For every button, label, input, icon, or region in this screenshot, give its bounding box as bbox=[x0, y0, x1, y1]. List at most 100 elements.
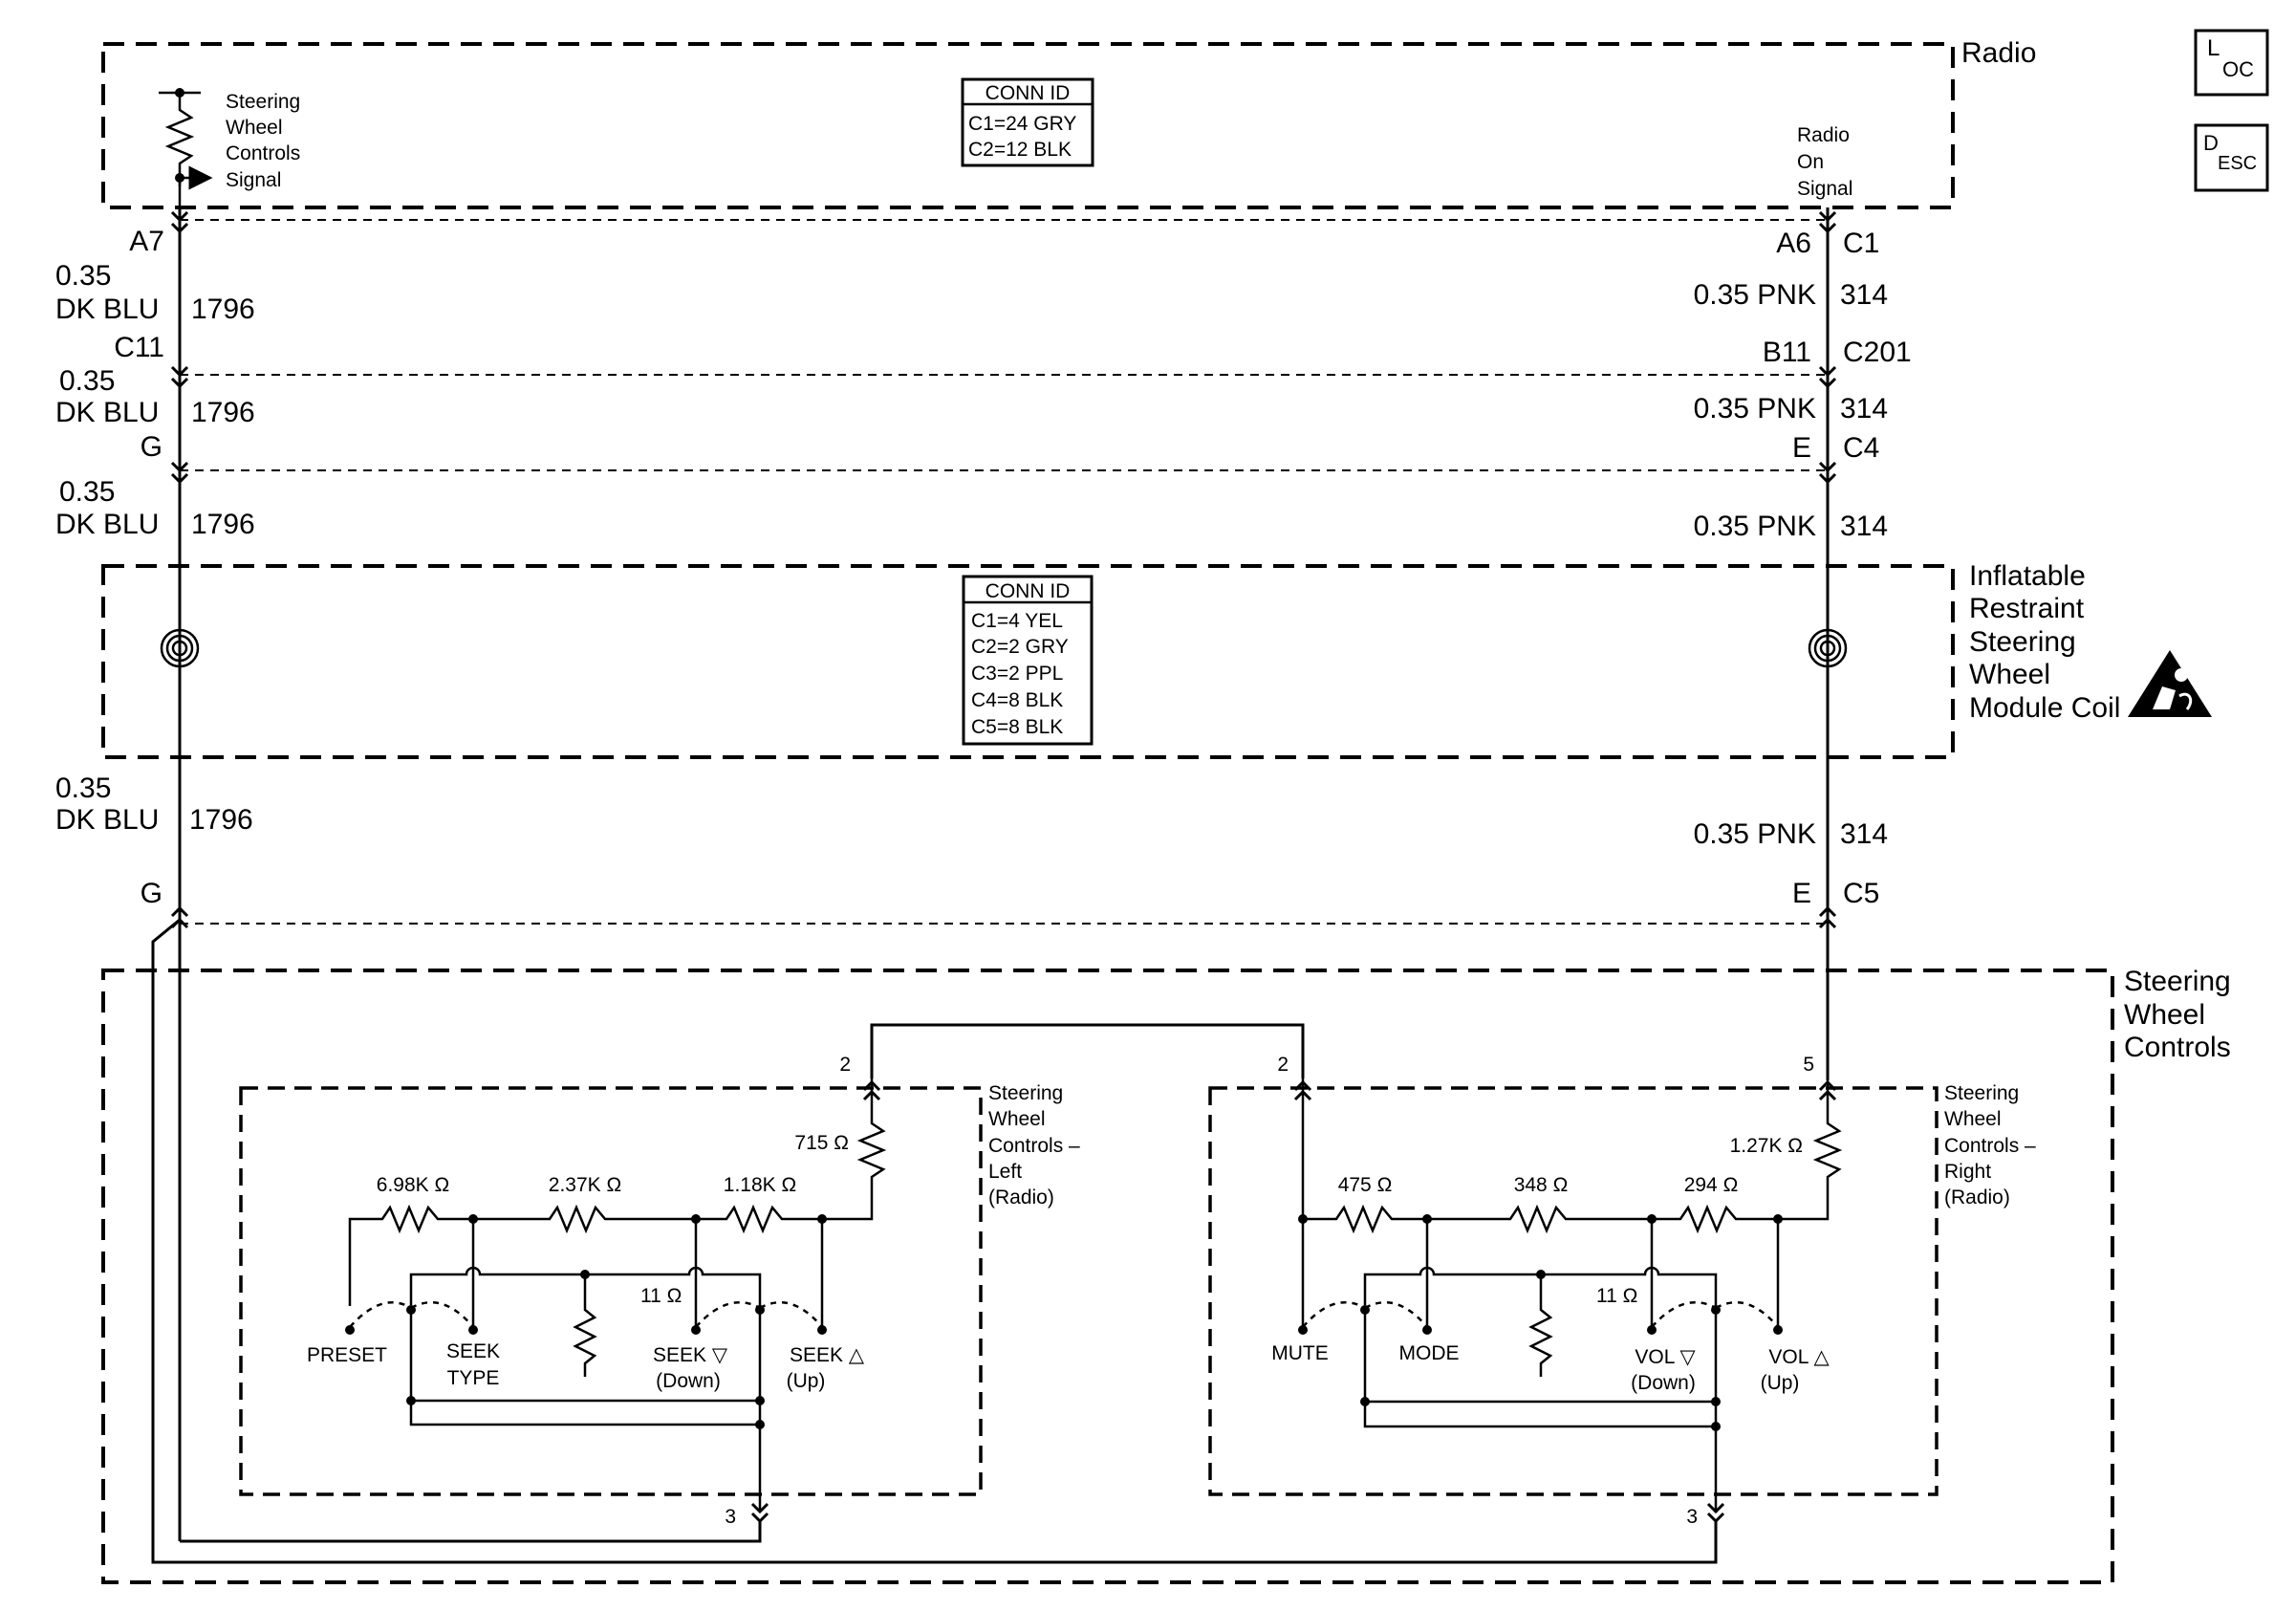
coil-title-2: Steering bbox=[1969, 626, 2076, 658]
left-seg4-color: DK BLU bbox=[55, 804, 159, 836]
radio-title: Radio bbox=[1961, 37, 2036, 69]
left-r1-label: 6.98K Ω bbox=[377, 1174, 449, 1196]
radio-on-label-1: On bbox=[1797, 151, 1824, 173]
left-seg2-color: DK BLU bbox=[55, 397, 159, 428]
left-switch-1: PRESET bbox=[307, 1344, 387, 1366]
left-switch-3-line-1: (Down) bbox=[656, 1370, 721, 1392]
loc-badge-button[interactable]: L OC bbox=[2194, 29, 2269, 97]
coil-component: Inflatable Restraint Steering Wheel Modu… bbox=[101, 560, 2212, 759]
coil-conn-id-line-1: C2=2 GRY bbox=[971, 636, 1069, 658]
right-module-title-4: (Radio) bbox=[1944, 1186, 2010, 1208]
radio-conn-id-header: CONN ID bbox=[986, 82, 1071, 104]
right-switch-3-line-0: VOL ▽ bbox=[1635, 1346, 1696, 1368]
swc-right-module: Steering Wheel Controls – Right (Radio) … bbox=[1208, 1054, 2036, 1528]
left-seg3-gauge: 0.35 bbox=[59, 476, 115, 508]
right-seg4-label: 0.35 PNK bbox=[1694, 818, 1816, 850]
coil-left-spiral-icon bbox=[160, 628, 200, 668]
right-module-pin-bottom: 3 bbox=[1686, 1506, 1698, 1528]
left-pin-c4: G bbox=[141, 431, 162, 463]
right-seg1-label: 0.35 PNK bbox=[1694, 279, 1816, 311]
right-module-pin-top-left: 2 bbox=[1277, 1054, 1289, 1076]
left-seg4-circuit: 1796 bbox=[189, 804, 253, 836]
radio-conn-id-line-0: C1=24 GRY bbox=[968, 113, 1076, 135]
coil-title-0: Inflatable bbox=[1969, 560, 2086, 592]
coil-title-3: Wheel bbox=[1969, 659, 2050, 690]
left-switch-3-line-0: SEEK ▽ bbox=[653, 1344, 728, 1366]
left-seg1-color: DK BLU bbox=[55, 294, 159, 325]
radio-conn-id-line-1: C2=12 BLK bbox=[968, 139, 1072, 161]
right-seg2-label: 0.35 PNK bbox=[1694, 393, 1816, 425]
left-wire bbox=[170, 207, 189, 1541]
right-module-title-2: Controls – bbox=[1944, 1135, 2036, 1157]
coil-conn-id-line-3: C4=8 BLK bbox=[971, 689, 1063, 711]
left-seg3-circuit: 1796 bbox=[191, 509, 255, 540]
right-pin-c201: B11 bbox=[1763, 337, 1811, 368]
right-seg2-circuit: 314 bbox=[1840, 393, 1888, 425]
left-seg1-circuit: 1796 bbox=[191, 294, 255, 325]
right-module-title-1: Wheel bbox=[1944, 1108, 2002, 1130]
left-module-title-2: Controls – bbox=[988, 1135, 1080, 1157]
right-wire bbox=[1818, 207, 1837, 1080]
right-r1-label: 475 Ω bbox=[1338, 1174, 1393, 1196]
radio-signal-label-2: Controls bbox=[226, 142, 300, 164]
right-module-pin-top-right: 5 bbox=[1803, 1054, 1814, 1076]
module-link-wire bbox=[870, 1023, 1305, 1078]
swc-component: Steering Wheel Controls bbox=[101, 966, 2231, 1584]
left-pin-radio: A7 bbox=[129, 226, 164, 257]
left-seg3-color: DK BLU bbox=[55, 509, 159, 540]
left-seg1-gauge: 0.35 bbox=[55, 260, 111, 292]
right-switch-2: MODE bbox=[1399, 1342, 1460, 1364]
right-switch-3-line-1: (Down) bbox=[1631, 1372, 1696, 1394]
right-r3-label: 294 Ω bbox=[1684, 1174, 1739, 1196]
radio-on-label-2: Signal bbox=[1797, 178, 1852, 200]
radio-conn-id-table: CONN ID C1=24 GRY C2=12 BLK bbox=[961, 77, 1094, 167]
right-r-series-label: 1.27K Ω bbox=[1730, 1135, 1803, 1157]
desc-badge-letter: D bbox=[2203, 131, 2219, 155]
right-module-title-3: Right bbox=[1944, 1161, 1991, 1183]
loc-badge-sub: OC bbox=[2222, 57, 2254, 81]
left-seg2-circuit: 1796 bbox=[191, 397, 255, 428]
left-pin-c201: C11 bbox=[114, 332, 164, 363]
left-r-series-label: 715 Ω bbox=[794, 1132, 849, 1154]
left-r-bus-label: 11 Ω bbox=[640, 1285, 682, 1307]
coil-conn-id-table: CONN ID C1=4 YEL C2=2 GRY C3=2 PPL C4=8 … bbox=[962, 575, 1094, 746]
airbag-warning-icon bbox=[2128, 650, 2212, 717]
desc-badge-button[interactable]: D ESC bbox=[2194, 123, 2269, 192]
right-conn-c201: C201 bbox=[1843, 337, 1912, 368]
right-r2-label: 348 Ω bbox=[1514, 1174, 1569, 1196]
coil-conn-id-line-2: C3=2 PPL bbox=[971, 663, 1063, 685]
coil-title-4: Module Coil bbox=[1969, 692, 2120, 724]
coil-conn-id-line-4: C5=8 BLK bbox=[971, 716, 1063, 738]
left-pin-c5: G bbox=[141, 878, 162, 909]
right-seg4-circuit: 314 bbox=[1840, 818, 1888, 850]
left-switch-4-line-0: SEEK △ bbox=[790, 1344, 865, 1366]
right-seg1-circuit: 314 bbox=[1840, 279, 1888, 311]
right-switch-4-line-0: VOL △ bbox=[1768, 1346, 1830, 1368]
left-module-title-0: Steering bbox=[988, 1082, 1063, 1104]
swc-title-0: Steering bbox=[2124, 966, 2231, 997]
right-switch-4-line-1: (Up) bbox=[1761, 1372, 1800, 1394]
radio-on-label-0: Radio bbox=[1797, 124, 1850, 146]
swc-title-1: Wheel bbox=[2124, 999, 2205, 1031]
radio-signal-label-3: Signal bbox=[226, 169, 281, 191]
right-r-bus-label: 11 Ω bbox=[1596, 1285, 1637, 1307]
right-switch-1: MUTE bbox=[1271, 1342, 1329, 1364]
left-r2-label: 2.37K Ω bbox=[549, 1174, 621, 1196]
left-switch-2-line-0: SEEK bbox=[446, 1340, 500, 1362]
left-seg4-gauge: 0.35 bbox=[55, 773, 111, 804]
left-module-pin-bottom: 3 bbox=[725, 1506, 736, 1528]
left-module-title-3: Left bbox=[988, 1161, 1022, 1183]
right-conn-c4: C4 bbox=[1843, 432, 1879, 464]
right-conn-c5: C5 bbox=[1843, 878, 1879, 909]
right-conn-radio: C1 bbox=[1843, 228, 1879, 259]
radio-signal-label-0: Steering bbox=[226, 91, 300, 113]
right-module-title-0: Steering bbox=[1944, 1082, 2019, 1104]
swc-left-module: Steering Wheel Controls – Left (Radio) 2… bbox=[239, 1054, 1080, 1528]
radio-signal-label-1: Wheel bbox=[226, 117, 283, 139]
left-switch-2-line-1: TYPE bbox=[447, 1367, 500, 1389]
signal-resistor-symbol bbox=[159, 88, 213, 207]
coil-title-1: Restraint bbox=[1969, 593, 2085, 624]
coil-right-spiral-icon bbox=[1808, 628, 1848, 668]
left-module-title-1: Wheel bbox=[988, 1108, 1046, 1130]
